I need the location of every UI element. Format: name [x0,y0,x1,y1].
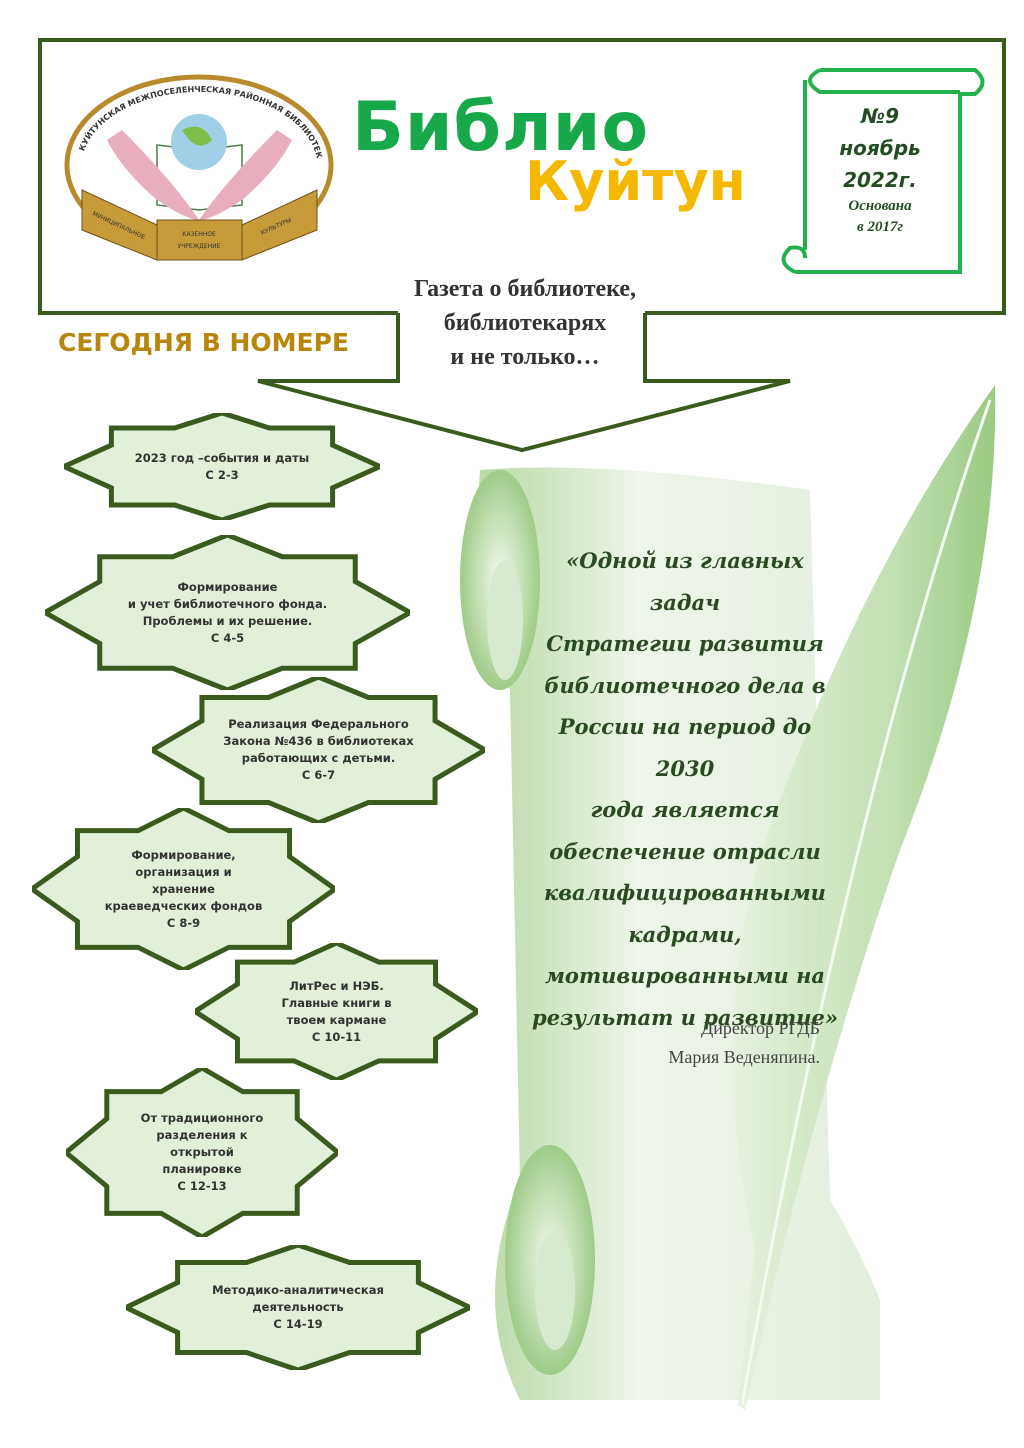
quote-line: «Одной из главных задач [566,548,804,615]
quill-feather-illustration [732,385,996,1410]
title-kuitun: Куйтун [525,150,746,213]
contents-item-line: С 4-5 [210,630,245,645]
contents-item-line: открытой [170,1145,234,1159]
contents-item-text: Формирование, организация и хранение краеве… [32,808,335,970]
contents-item-text: От традиционного разделения к открытой план… [66,1068,338,1237]
contents-item: ЛитРес и НЭБ. Главные книги в твоем карман… [195,943,478,1080]
star-shape [32,808,335,970]
quote-block: «Одной из главных задач Стратегии развит… [530,540,840,1038]
founded-line-2: в 2017г [857,219,903,235]
contents-item-line: краеведческих фондов [104,898,263,913]
subtitle-line: и не только… [450,344,600,370]
quote-line: обеспечение отрасли [549,838,821,864]
quote-line: результат и развитие» [532,1004,838,1030]
contents-item-line: С 2-3 [205,467,239,482]
author-title: Директор РГДБ [701,1018,820,1038]
contents-item-line: С 6-7 [301,768,336,782]
star-shape [195,943,478,1080]
contents-item: 2023 год –события и даты С 2-3 [64,413,380,520]
contents-item-line: С 12-13 [177,1179,227,1193]
contents-item-line: Формирование [177,579,278,594]
contents-item-line: Закона №436 в библиотеках [223,734,414,748]
issue-scroll-frame [781,68,985,274]
quote-author: Директор РГДБ Мария Веденяпина. [600,1014,820,1072]
subtitle: Газета о библиотеке, библиотекарях и не … [390,272,660,374]
contents-item-line: С 10-11 [311,1029,362,1044]
contents-item: Формирование, организация и хранение краеве… [32,808,335,970]
quote-line: года является [590,797,780,822]
quote-line: России на период до 2030 [558,714,812,781]
contents-item-line: и учет библиотечного фонда. [127,596,328,611]
library-logo: КАЗЕННОЕ УЧРЕЖДЕНИЕ МУНИЦИПАЛЬНОЕ КУЛЬТУ… [59,63,337,270]
contents-item-line: организация и [135,864,232,879]
contents-item: От традиционного разделения к открытой план… [66,1068,338,1237]
star-shape [126,1245,470,1370]
contents-item: Формирование и учет библиотечного фонда. П… [45,535,410,690]
contents-item-line: ЛитРес и НЭБ. [289,978,384,993]
star-shape [64,413,380,520]
contents-item-line: работающих с детьми. [241,751,396,765]
contents-item: Методико-аналитическая деятельность С 14-1… [126,1245,470,1370]
subtitle-line: Газета о библиотеке, [413,276,637,302]
contents-item-line: Проблемы и их решение. [142,613,313,628]
quote-line: квалифицированными [544,880,826,905]
svg-text:КАЗЕННОЕ: КАЗЕННОЕ [182,231,216,238]
founded-line-1: Основана [848,198,912,214]
quote-line: мотивированными на [544,963,826,988]
contents-item-line: деятельность [252,1300,344,1314]
author-name: Мария Веденяпина. [668,1047,820,1067]
quote-line: библиотечного дела в [544,672,826,698]
issue-number: №9 [861,104,899,128]
contents-item-line: планировке [162,1162,242,1176]
contents-item-line: Методико-аналитическая [212,1283,384,1297]
contents-item-line: хранение [152,881,215,896]
contents-item-text: Формирование и учет библиотечного фонда. П… [45,535,410,690]
contents-item-line: Формирование, [131,847,236,862]
contents-item-text: Методико-аналитическая деятельность С 14-1… [126,1245,470,1370]
header-frame [38,38,1006,453]
quote-line: Стратегии развития [546,631,824,656]
contents-item-text: ЛитРес и НЭБ. Главные книги в твоем карман… [195,943,478,1080]
issue-info: №9 ноябрь 2022г. Основана в 2017г [800,100,960,238]
contents-item-line: Реализация Федерального [228,717,409,731]
issue-month: ноябрь [839,136,921,160]
contents-item-line: 2023 год –события и даты [134,450,310,465]
star-shape [45,535,410,690]
contents-item-line: От традиционного [140,1111,264,1125]
contents-item-line: С 14-19 [273,1317,323,1331]
contents-item-line: С 8-9 [166,915,201,930]
contents-item-line: разделения к [156,1128,248,1142]
star-shape [66,1068,338,1237]
title-biblio: Библио [352,88,650,167]
contents-item-line: твоем кармане [286,1012,387,1027]
contents-item-text: 2023 год –события и даты С 2-3 [64,413,380,520]
contents-heading: СЕГОДНЯ В НОМЕРЕ [58,328,350,357]
svg-text:УЧРЕЖДЕНИЕ: УЧРЕЖДЕНИЕ [178,243,221,250]
issue-year: 2022г. [843,168,917,192]
subtitle-line: библиотекарях [443,310,607,336]
contents-item-line: Главные книги в [281,995,392,1010]
quote-line: кадрами, [628,921,742,947]
star-shape [152,677,485,823]
